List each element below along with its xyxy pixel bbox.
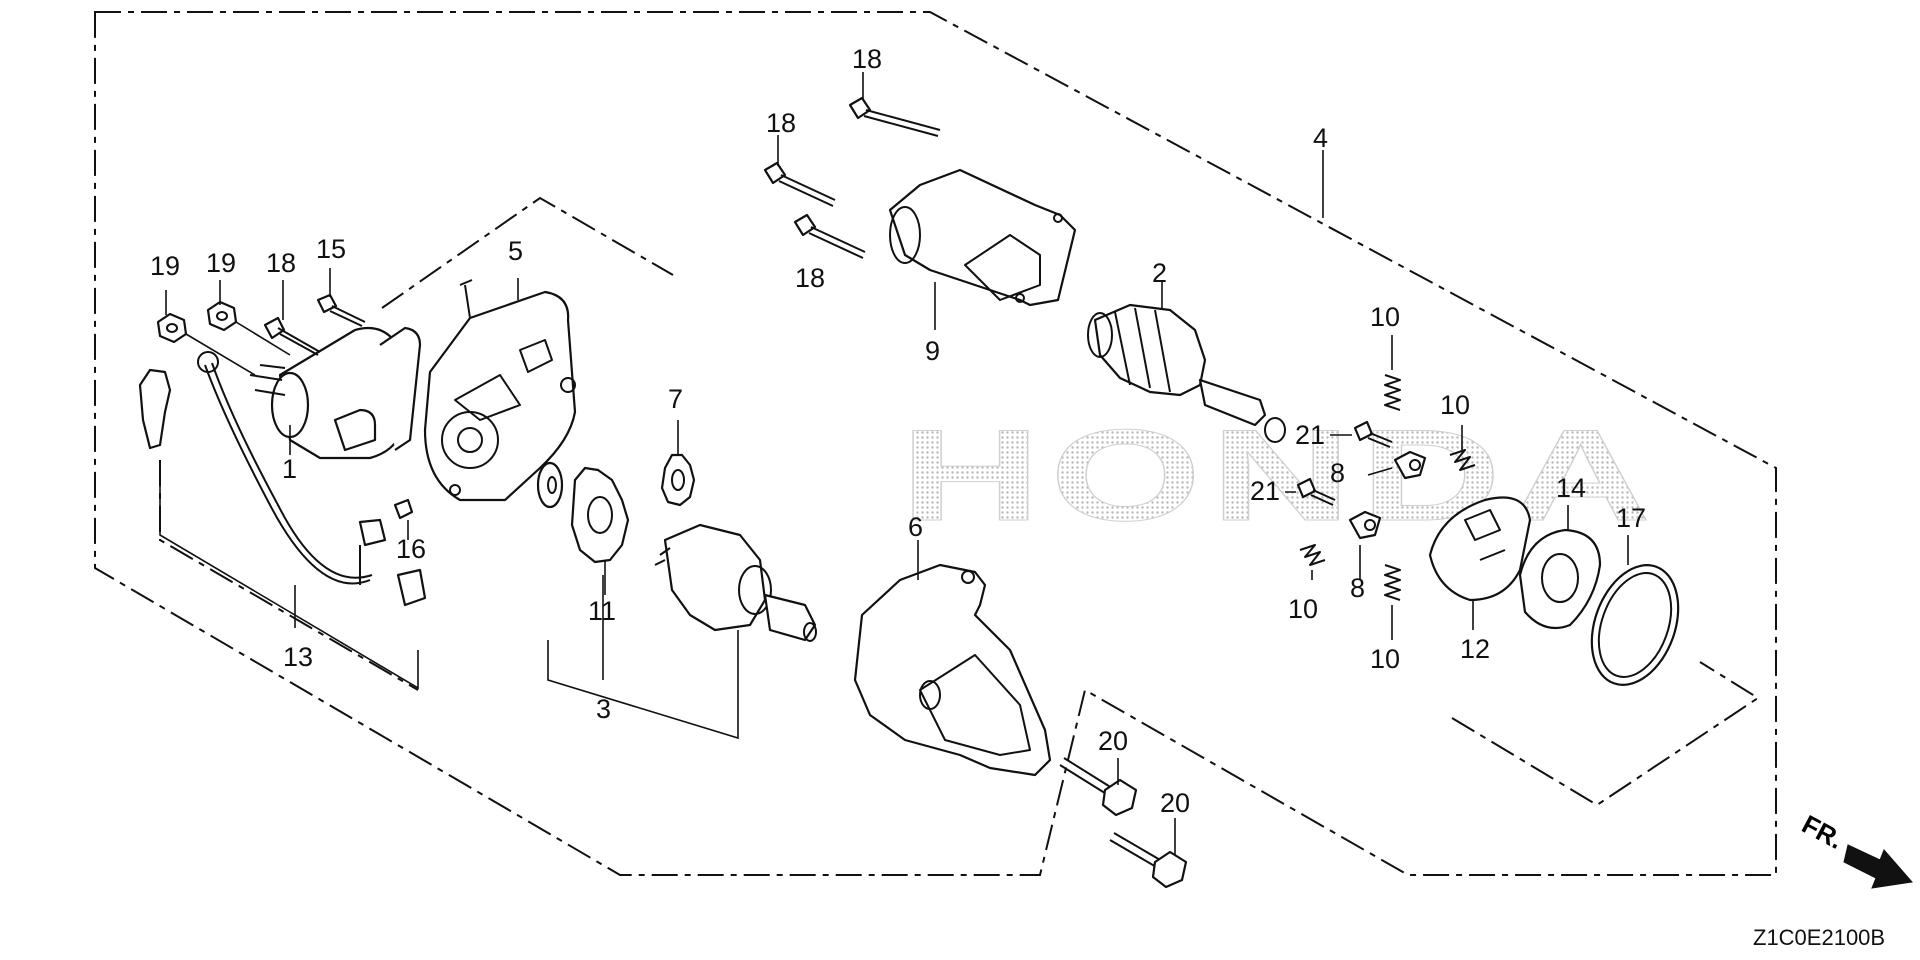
label-19a: 19 [150, 251, 180, 281]
washer-and-gear-part-11 [536, 461, 630, 564]
front-direction-label: FR. [1797, 809, 1848, 855]
label-20b: 20 [1160, 788, 1190, 818]
screw-part-15 [316, 293, 366, 327]
label-18b: 18 [766, 108, 796, 138]
brush-part-8a [1393, 450, 1427, 480]
through-bolt-part-18b [763, 161, 836, 207]
label-15: 15 [316, 234, 346, 264]
insulator-part-14 [1518, 528, 1602, 630]
nut-part-19b [206, 300, 238, 332]
label-10d: 10 [1370, 644, 1400, 674]
terminal-wire-part-13 [138, 351, 387, 585]
label-11: 11 [588, 596, 616, 626]
through-bolt-part-18c [793, 213, 866, 259]
screw-part-21b [1296, 477, 1336, 506]
brush-part-8b [1348, 510, 1382, 540]
bolt-part-18-small [263, 316, 321, 356]
spring-part-10a [1384, 374, 1401, 411]
through-bolt-part-18a [848, 96, 941, 137]
label-18c: 18 [795, 263, 825, 293]
drive-pinion-part-3 [654, 523, 817, 642]
diagram-code: Z1C0E2100B [1753, 925, 1885, 950]
label-21b: 21 [1250, 476, 1280, 506]
gasket-part-17 [1590, 564, 1680, 686]
front-cover-part-5 [423, 279, 577, 502]
yoke-part-9 [888, 168, 1077, 307]
label-17: 17 [1616, 503, 1646, 533]
label-5: 5 [508, 236, 523, 266]
label-10b: 10 [1440, 390, 1470, 420]
label-3: 3 [596, 694, 611, 724]
housing-part-6 [853, 563, 1052, 777]
label-16: 16 [396, 534, 426, 564]
label-7: 7 [668, 384, 683, 414]
label-21a: 21 [1295, 420, 1325, 450]
label-13: 13 [283, 642, 313, 672]
label-6: 6 [908, 512, 923, 542]
armature-part-2 [1087, 303, 1286, 443]
front-cover-boundary-lower [159, 460, 419, 691]
front-cover-boundary [381, 196, 674, 309]
spring-part-10b [1449, 449, 1476, 471]
nut-part-19a [156, 312, 188, 344]
label-4: 4 [1313, 123, 1328, 153]
label-18d: 18 [266, 248, 296, 278]
label-19b: 19 [206, 248, 236, 278]
label-8a: 8 [1330, 458, 1345, 488]
label-9: 9 [925, 336, 940, 366]
solenoid-part-1 [249, 326, 422, 460]
leader-13 [159, 480, 419, 690]
spring-part-10d [1384, 564, 1401, 601]
front-arrow-icon [1843, 844, 1913, 889]
label-8b: 8 [1350, 573, 1365, 603]
screw-part-21a [1353, 420, 1393, 448]
label-10a: 10 [1370, 302, 1400, 332]
label-12: 12 [1460, 634, 1490, 664]
callout-labels: 1 2 3 4 5 6 7 8 8 9 10 10 10 10 11 12 13… [150, 44, 1646, 818]
label-14: 14 [1556, 473, 1586, 503]
honda-watermark: HONDA [900, 402, 1660, 548]
front-direction-indicator: FR. [1797, 809, 1913, 889]
small-gear-part-7 [660, 453, 696, 507]
bolt-part-20b [1109, 832, 1188, 889]
spring-part-10c [1299, 544, 1326, 566]
label-1: 1 [282, 454, 297, 484]
label-18a: 18 [852, 44, 882, 74]
leader-3 [547, 630, 739, 740]
rear-group-boundary [1451, 661, 1760, 807]
label-2: 2 [1152, 258, 1167, 288]
brush-holder-part-12 [1428, 496, 1532, 602]
label-10c: 10 [1288, 594, 1318, 624]
terminal-part-16 [393, 498, 427, 607]
label-20a: 20 [1098, 726, 1128, 756]
bolt-part-20a [1059, 757, 1138, 817]
